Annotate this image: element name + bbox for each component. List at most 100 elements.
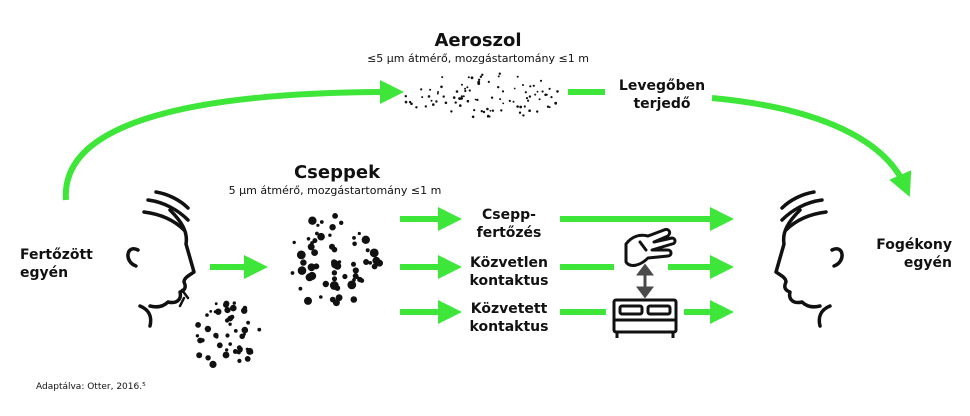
aerosol-particle: [454, 101, 457, 104]
droplet-particle: [331, 270, 338, 276]
exhaled-droplet: [205, 313, 209, 317]
exhaled-droplet: [209, 310, 213, 313]
droplet-particle: [306, 237, 311, 241]
aerosol-particle: [536, 90, 539, 93]
droplet-particle: [331, 276, 338, 282]
exhaled-droplet: [195, 322, 202, 328]
aerosol-particle: [522, 84, 524, 86]
exhaled-droplet: [227, 315, 234, 322]
droplet-particle: [298, 286, 303, 291]
aerosol-particle: [532, 84, 535, 87]
susceptible-person-label-line2: egyén: [903, 255, 952, 271]
droplet-particle: [357, 231, 361, 236]
airborne-route-label-line2: terjedő: [633, 96, 691, 112]
droplet-particle: [312, 238, 318, 244]
aerosol-particle: [410, 102, 413, 106]
aerosol-particle: [516, 75, 519, 78]
bed-icon: [612, 298, 678, 338]
exhaled-droplet: [204, 325, 212, 333]
droplet-particle: [297, 266, 307, 275]
aerosol-particle: [513, 87, 516, 90]
aerosol-particle: [500, 109, 503, 112]
infected-person-icon: [126, 190, 196, 328]
exhaled-droplet: [246, 320, 251, 325]
exhaled-droplet: [214, 302, 218, 306]
aerosol-particle: [476, 98, 479, 102]
aerosol-particle: [466, 99, 470, 103]
droplet-particle: [304, 296, 312, 305]
exhaled-droplet: [195, 334, 200, 338]
airborne-arc-up: [62, 80, 404, 201]
aerosol-particle: [450, 110, 453, 113]
aerosol-particle: [516, 105, 519, 108]
aerosol-particle: [497, 75, 500, 78]
aerosol-particle: [539, 79, 543, 82]
route-droplet-infection-line2: fertőzés: [476, 225, 542, 241]
droplet-particle: [363, 259, 370, 265]
aerosol-particle: [536, 110, 539, 113]
aerosol-particle: [487, 80, 490, 83]
aerosol-particle: [524, 91, 527, 94]
droplet-particle: [308, 216, 317, 225]
route-indirect-contact-line1: Közvetett: [470, 301, 548, 317]
droplet-particle: [347, 280, 357, 290]
exhaled-droplet: [228, 322, 232, 326]
aerosol-particle: [480, 110, 483, 113]
route-direct-contact: Közvetlen kontaktus: [464, 254, 554, 290]
aerosol-particle: [460, 97, 463, 100]
droplets-title: Cseppek: [293, 162, 381, 183]
droplet-particle: [335, 294, 343, 302]
droplet-particle: [331, 246, 338, 253]
aerosol-particle: [489, 109, 492, 112]
source-footnote: Adaptálva: Otter, 2016.⁵: [36, 382, 146, 392]
aerosol-particle: [460, 95, 463, 98]
aerosol-particle: [464, 87, 467, 90]
aerosol-particle: [432, 103, 435, 106]
droplet-particle: [352, 267, 359, 274]
droplets-subtitle: 5 µm átmérő, mozgástartomány ≤1 m: [228, 184, 442, 197]
exhaled-droplet: [257, 327, 262, 332]
aerosol-particle: [466, 86, 469, 89]
exhaled-droplet: [237, 358, 242, 363]
droplet-particle: [305, 273, 314, 282]
aerosol-particle: [512, 100, 515, 103]
aerosol-particle: [435, 100, 438, 103]
droplet-particle: [337, 260, 342, 264]
exhaled-droplet: [213, 310, 217, 314]
aerosol-subtitle: ≤5 µm átmérő, mozgástartomány ≤1 m: [367, 52, 589, 65]
aerosol-particle: [482, 110, 486, 114]
exhaled-droplet: [223, 300, 230, 307]
aerosol-particle: [522, 114, 525, 117]
exhaled-droplet: [224, 307, 231, 314]
droplet-particle: [307, 243, 315, 251]
exhaled-droplet: [232, 301, 236, 305]
aerosol-particle: [538, 98, 541, 101]
droplet-particle: [376, 259, 383, 267]
exhaled-droplet: [196, 352, 203, 359]
infected-person-label-line2: egyén: [20, 265, 69, 281]
aerosol-particle: [474, 98, 477, 101]
infected-person-label: Fertőzött egyén: [20, 246, 100, 282]
exhaled-droplet: [225, 348, 229, 352]
aerosol-particle: [415, 106, 418, 109]
exhaled-droplet: [216, 342, 223, 349]
route-indirect-contact-line2: kontaktus: [469, 319, 549, 335]
aerosol-particle: [459, 104, 462, 107]
aerosol-title: Aeroszol: [434, 30, 522, 51]
exhaled-droplet: [225, 333, 230, 338]
route-droplet-infection: Csepp- fertőzés: [464, 206, 554, 242]
droplet-particle: [316, 223, 320, 227]
droplet-particle: [342, 273, 348, 280]
aerosol-particle: [437, 91, 439, 93]
airborne-route-label-line1: Levegőben: [618, 78, 706, 94]
aerosol-particle: [501, 90, 505, 93]
aerosol-particle: [404, 100, 408, 104]
aerosol-particle: [464, 89, 467, 93]
aerosol-particles: [404, 72, 559, 119]
exhaled-droplet: [244, 356, 251, 362]
exhaled-droplet: [215, 335, 219, 339]
aerosol-particle: [461, 83, 463, 86]
droplet-particle: [332, 213, 338, 219]
